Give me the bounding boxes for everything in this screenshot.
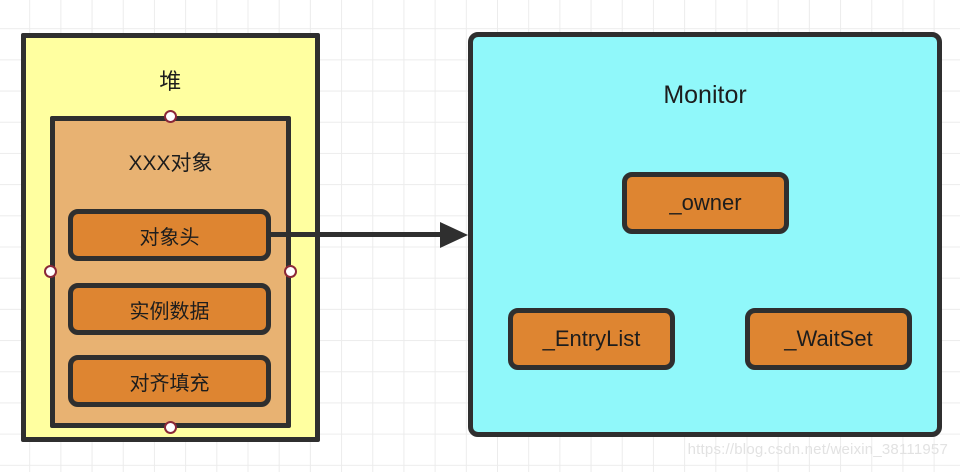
monitor-field-waitset[interactable]: _WaitSet — [745, 308, 912, 370]
monitor-title: Monitor — [663, 81, 747, 109]
object-title: XXX对象 — [128, 152, 213, 175]
monitor-field-owner[interactable]: _owner — [622, 172, 789, 234]
connector-dot-left[interactable] — [44, 265, 57, 278]
connector-dot-top[interactable] — [164, 110, 177, 123]
monitor-field-entrylist[interactable]: _EntryList — [508, 308, 675, 370]
object-field-padding[interactable]: 对齐填充 — [68, 355, 271, 407]
connector-arrow-line[interactable] — [271, 232, 461, 237]
heap-title: 堆 — [159, 69, 182, 94]
connector-dot-bottom[interactable] — [164, 421, 177, 434]
connector-arrow-head-icon — [440, 222, 468, 248]
object-field-header[interactable]: 对象头 — [68, 209, 271, 261]
watermark-text: https://blog.csdn.net/weixin_38111957 — [687, 441, 948, 458]
monitor-panel[interactable]: Monitor — [468, 32, 942, 437]
object-field-instance-data[interactable]: 实例数据 — [68, 283, 271, 335]
connector-dot-right[interactable] — [284, 265, 297, 278]
